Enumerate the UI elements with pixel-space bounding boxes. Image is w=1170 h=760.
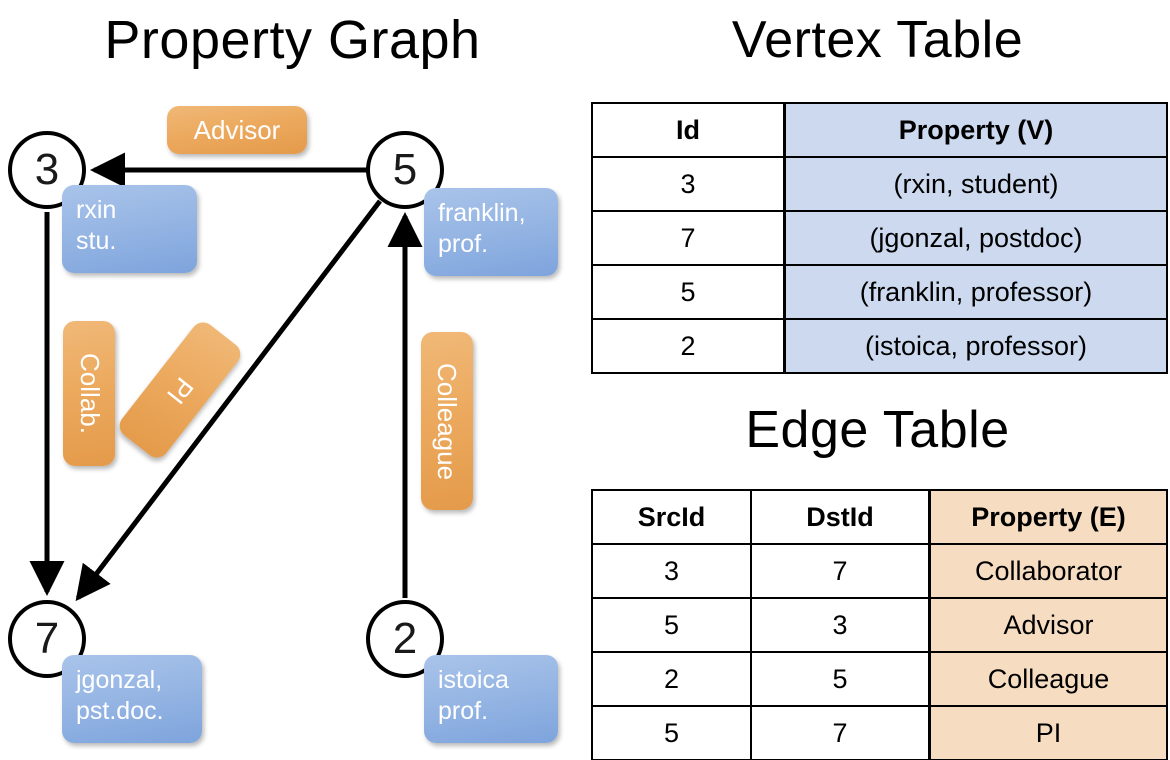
edge-row-0-src: 3 [591,543,752,599]
vertex-table: Id Property (V) 3 (rxin, student) 7 (jgo… [591,102,1168,374]
edge-table-header-dstid: DstId [750,489,931,545]
graph-edge-lines [29,152,423,602]
table-row[interactable]: 3 7 Collaborator [591,543,1168,599]
edge-row-1-property: Advisor [928,597,1168,653]
graph-node-7-label: 7 [34,614,60,663]
edge-row-1-dst: 3 [750,597,931,653]
table-row[interactable]: 5 3 Advisor [591,597,1168,653]
vertex-table-header-property: Property (V) [783,102,1168,158]
page-title-property-graph: Property Graph [104,10,481,70]
property-graph-diagram: 3 rxin stu. 5 franklin, prof. 7 jgonzal,… [8,106,558,743]
graph-node-2-property-box: istoica prof. [424,655,558,743]
graph-node-2-label: 2 [392,614,418,663]
graph-node-3-property-line1: rxin [76,196,117,224]
graph-node-7-property-box: jgonzal, pst.doc. [62,655,202,743]
edge-label-colleague: Colleague [421,332,473,510]
vertex-row-0-property: (rxin, student) [783,156,1168,212]
edge-label-colleague-text: Colleague [432,362,463,480]
table-row[interactable]: 3 (rxin, student) [591,156,1168,212]
edge-label-advisor-text: Advisor [193,114,281,145]
edge-table: SrcId DstId Property (E) 3 7 Collaborato… [591,489,1168,760]
graph-node-7-property-line2: pst.doc. [76,697,164,725]
vertex-row-1-property: (jgonzal, postdoc) [783,210,1168,266]
edge-row-3-property: PI [928,705,1168,760]
edge-row-3-dst: 7 [750,705,931,760]
edge-table-header-property: Property (E) [928,489,1168,545]
graph-node-3-label: 3 [34,145,60,194]
table-row[interactable]: 5 7 PI [591,705,1168,760]
vertex-table-header-row: Id Property (V) [591,102,1168,158]
vertex-row-2-property: (franklin, professor) [783,264,1168,320]
edge-row-0-dst: 7 [750,543,931,599]
table-row[interactable]: 2 5 Colleague [591,651,1168,707]
graph-node-5-property-line1: franklin, [438,199,526,227]
graph-node-3-property-box: rxin stu. [62,185,197,273]
edge-label-collab-text: Collab. [74,353,105,434]
edge-row-2-src: 2 [591,651,752,707]
graph-node-2[interactable]: 2 [366,600,444,678]
page-title-edge-table: Edge Table [745,401,1010,459]
edge-label-pi-text: PI [161,371,200,410]
graph-node-5-property-box: franklin, prof. [424,188,558,276]
edge-row-1-src: 5 [591,597,752,653]
vertex-row-3-property: (istoica, professor) [783,318,1168,374]
edge-table-header-srcid: SrcId [591,489,752,545]
vertex-row-0-id: 3 [591,156,786,212]
vertex-row-2-id: 5 [591,264,786,320]
graph-node-7-property-line1: jgonzal, [76,666,163,694]
graph-node-2-property-line2: prof. [438,697,489,725]
graph-node-5[interactable]: 5 [366,131,444,209]
graph-node-3-property-line2: stu. [76,227,117,255]
vertex-table-header-id: Id [591,102,786,158]
edge-table-header-row: SrcId DstId Property (E) [591,489,1168,545]
page-title-vertex-table: Vertex Table [731,11,1024,69]
edge-label-collab: Collab. [63,321,115,466]
vertex-row-3-id: 2 [591,318,786,374]
table-row[interactable]: 2 (istoica, professor) [591,318,1168,374]
table-row[interactable]: 5 (franklin, professor) [591,264,1168,320]
edge-row-3-src: 5 [591,705,752,760]
table-row[interactable]: 7 (jgonzal, postdoc) [591,210,1168,266]
edge-label-advisor: Advisor [167,106,307,154]
edge-row-2-dst: 5 [750,651,931,707]
graph-node-2-property-line1: istoica [438,666,509,694]
edge-line-5-to-7 [75,199,382,602]
graph-node-5-property-line2: prof. [438,230,489,258]
edge-row-2-property: Colleague [928,651,1168,707]
graph-node-5-label: 5 [392,145,418,194]
vertex-row-1-id: 7 [591,210,786,266]
edge-row-0-property: Collaborator [928,543,1168,599]
